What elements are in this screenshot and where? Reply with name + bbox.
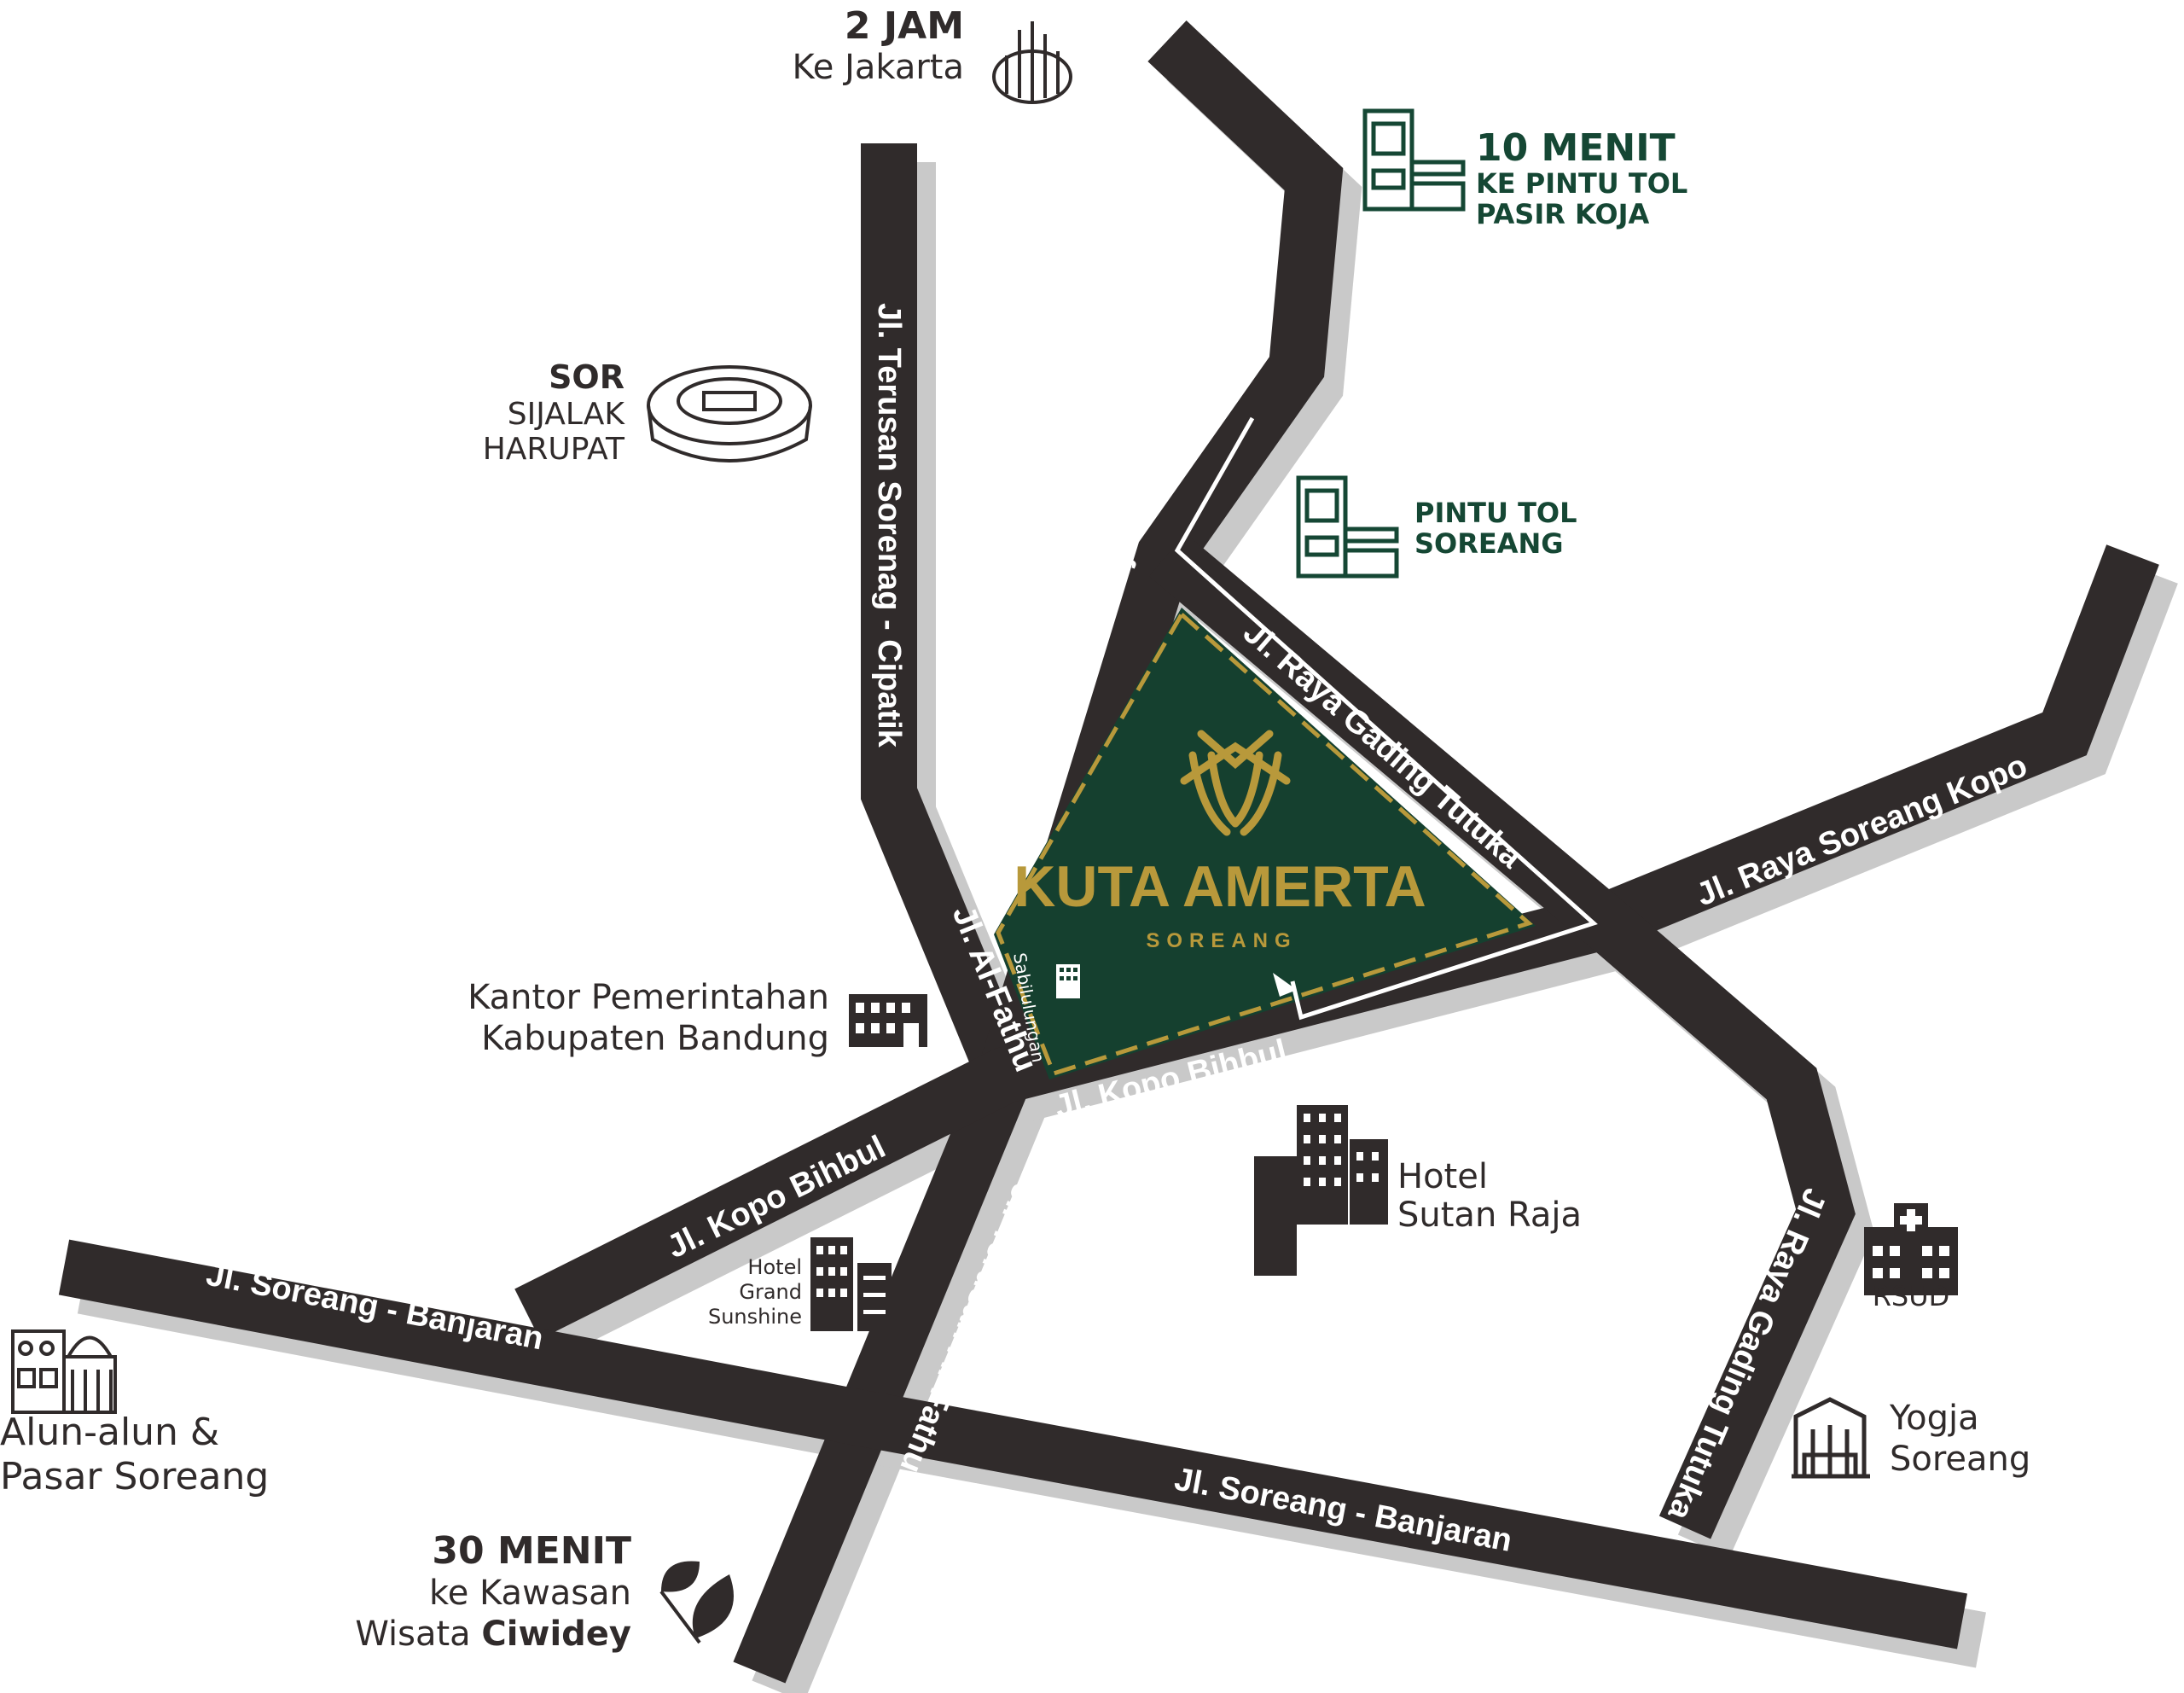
yogja-line1: Yogja xyxy=(1889,1399,1979,1438)
site-area: KUTA AMERTA SOREANG Sabilulungan xyxy=(994,416,1598,1079)
ciwidey-prefix: Wisata xyxy=(355,1614,470,1654)
sutan-raja-line2: Sutan Raja xyxy=(1397,1196,1582,1235)
yogja-line2: Soreang xyxy=(1890,1440,2030,1479)
leaf-icon xyxy=(659,1561,734,1644)
poi-sor: SOR SIJALAK HARUPAT xyxy=(483,358,812,467)
jakarta-desc: Ke Jakarta xyxy=(793,48,964,87)
toll-gate-icon xyxy=(1362,108,1466,212)
site-border xyxy=(996,611,1533,1077)
grand-sunshine-line1: Hotel xyxy=(747,1255,802,1279)
poi-sutan-raja: Hotel Sutan Raja xyxy=(1254,1105,1582,1276)
toll-gate-icon xyxy=(1296,475,1399,579)
hotel-buildings-icon xyxy=(1254,1105,1388,1276)
office-building-icon xyxy=(849,994,927,1047)
access-route-line xyxy=(1174,416,1598,1021)
grand-sunshine-line3: Sunshine xyxy=(708,1305,802,1329)
hospital-icon xyxy=(1864,1203,1958,1295)
ciwidey-line2: Wisata Ciwidey xyxy=(355,1614,631,1654)
ciwidey-time: 30 MENIT xyxy=(432,1529,631,1573)
alun-alun-line1: Alun-alun & xyxy=(0,1411,219,1454)
pasir-koja-time: 10 MENIT xyxy=(1476,126,1676,170)
hotel-buildings-icon xyxy=(810,1237,892,1331)
poi-rsud: RSUD xyxy=(1864,1203,1958,1312)
pasir-koja-line2: PASIR KOJA xyxy=(1476,198,1649,230)
pintu-tol-line2: SOREANG xyxy=(1414,527,1564,560)
alun-alun-line2: Pasar Soreang xyxy=(0,1455,269,1498)
mall-icon xyxy=(1792,1397,1870,1479)
road-label-cipatik: Jl. Terusan Sorenag - Cipatik xyxy=(871,303,907,748)
poi-ciwidey: 30 MENIT ke Kawasan Wisata Ciwidey xyxy=(355,1529,734,1654)
poi-jakarta: 2 JAM Ke Jakarta xyxy=(793,4,1072,104)
road-label-soreang-kopo: Jl. Raya Soreang Kopo xyxy=(1692,748,2032,913)
sor-title: SOR xyxy=(549,358,624,396)
stadium-icon xyxy=(647,365,812,463)
poi-yogja: Yogja Soreang xyxy=(1792,1397,2030,1479)
brand-sub: SOREANG xyxy=(1146,929,1297,952)
sabilulungan-building-icon xyxy=(1056,964,1080,998)
kantor-line1: Kantor Pemerintahan xyxy=(468,978,829,1017)
poi-alun-alun: Alun-alun & Pasar Soreang xyxy=(0,1329,269,1498)
site-polygon xyxy=(994,608,1536,1079)
ciwidey-bold: Ciwidey xyxy=(481,1614,631,1654)
ciwidey-line1: ke Kawasan xyxy=(429,1574,631,1613)
brand-name: KUTA AMERTA xyxy=(1014,854,1426,919)
grand-sunshine-line2: Grand xyxy=(739,1280,802,1304)
pintu-tol-line1: PINTU TOL xyxy=(1414,497,1577,529)
jakarta-time: 2 JAM xyxy=(845,4,964,48)
poi-kantor: Kantor Pemerintahan Kabupaten Bandung xyxy=(468,978,927,1058)
poi-pintu-tol-soreang: PINTU TOL SOREANG xyxy=(1296,475,1577,579)
pasir-koja-line1: KE PINTU TOL xyxy=(1476,167,1687,200)
poi-pasir-koja: 10 MENIT KE PINTU TOL PASIR KOJA xyxy=(1362,108,1687,230)
city-skyline-icon xyxy=(992,21,1072,104)
rsud-label: RSUD xyxy=(1873,1280,1950,1312)
kantor-line2: Kabupaten Bandung xyxy=(481,1019,829,1058)
sutan-raja-line1: Hotel xyxy=(1397,1157,1488,1196)
sor-line1: SIJALAK xyxy=(508,397,626,432)
poi-grand-sunshine: Hotel Grand Sunshine xyxy=(708,1237,892,1331)
sor-line2: HARUPAT xyxy=(483,432,625,467)
mosque-market-icon xyxy=(11,1329,117,1414)
route-arrow-icon xyxy=(1273,973,1297,997)
wheat-w-logo-icon xyxy=(1180,730,1291,836)
